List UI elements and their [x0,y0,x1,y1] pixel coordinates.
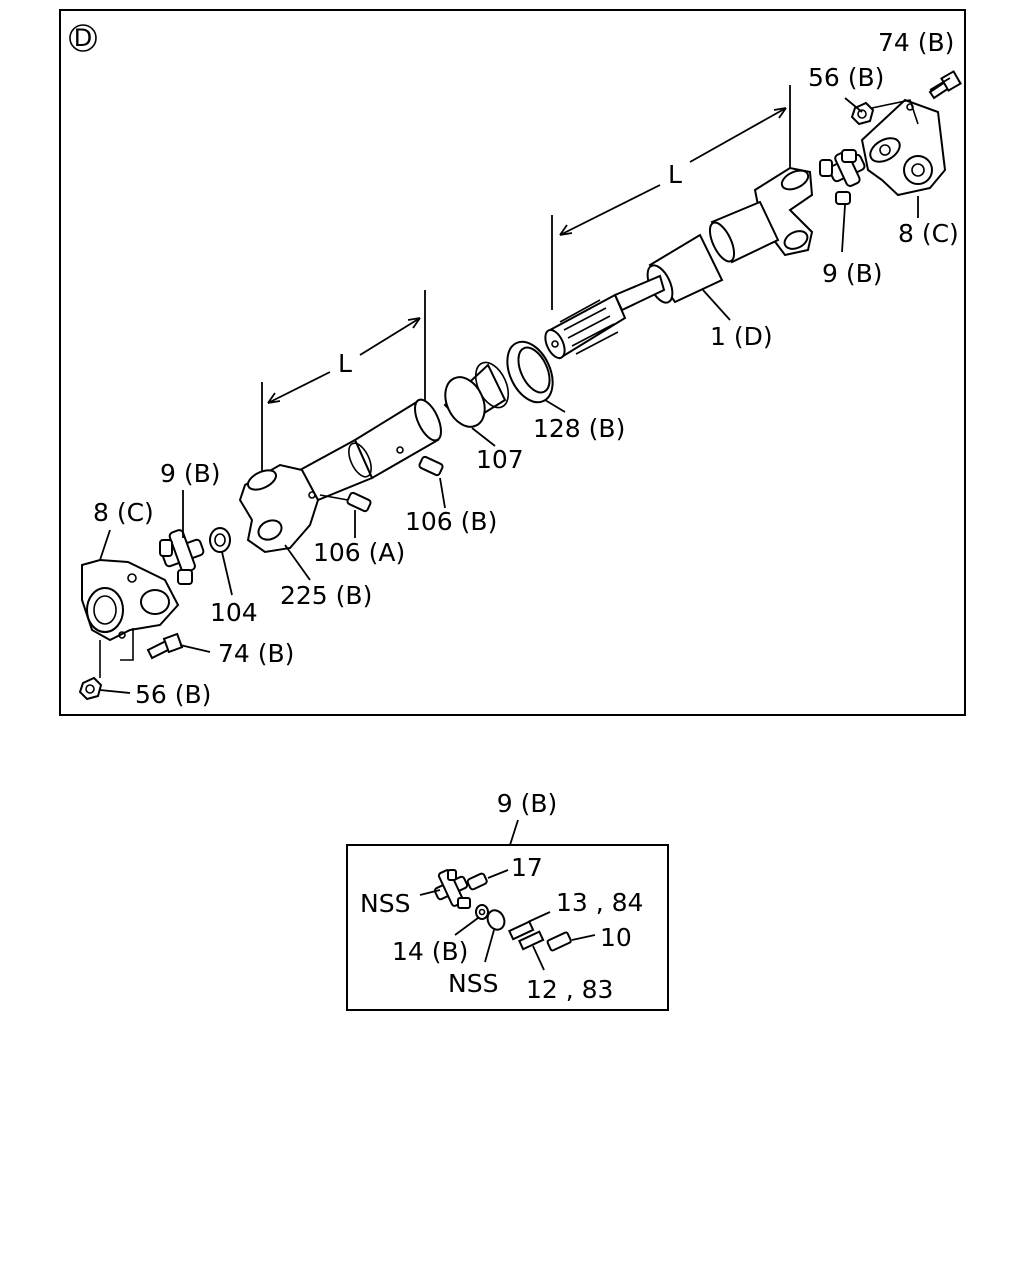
main-view-frame [59,9,966,716]
label-sleeve: 107 [476,445,524,474]
grease-fitting-b [418,455,444,477]
label-joint-left: 9 (B) [160,459,221,488]
detail-label-bolt: 10 [600,923,632,952]
detail-label-plate-bottom: 12 , 83 [526,975,613,1004]
section-marker: D [69,24,97,52]
label-flange-right: 8 (C) [898,219,959,248]
label-joint-right: 9 (B) [822,259,883,288]
label-grease-fitting-b: 106 (B) [405,507,497,536]
detail-label-plate-top: 13 , 84 [556,888,643,917]
detail-view-frame [346,844,669,1011]
nut-left [78,640,103,701]
bushing [209,527,231,553]
label-flange-left: 8 (C) [93,498,154,527]
yoke-left [238,463,320,554]
label-bolt-top-right: 74 (B) [878,28,954,57]
joint-left [159,529,205,585]
detail-title: 9 (B) [497,789,558,818]
detail-label-fitting: 17 [511,853,543,882]
detail-plate-top [508,920,535,941]
main-leaders [99,77,951,694]
detail-bolt [546,931,572,952]
shaft-right [544,166,814,360]
sleeve [443,361,510,428]
joint-right [819,149,866,205]
label-nut-left: 56 (B) [135,680,211,709]
detail-fitting [466,872,488,891]
seal-ring [506,340,554,404]
svg-text:L: L [338,349,352,378]
label-grease-fitting-a: 106 (A) [313,538,405,567]
shaft-left [298,398,442,502]
label-shaft-right: 1 (D) [710,322,773,351]
detail-washer [475,904,489,920]
bolt-right [928,70,962,100]
detail-cup [486,909,506,931]
svg-text:D: D [74,24,92,52]
svg-text:L: L [668,160,682,189]
detail-label-cup: NSS [448,969,498,998]
label-seal-ring: 128 (B) [533,414,625,443]
detail-plate-bottom [518,930,545,951]
flange-left [81,558,180,642]
grease-fitting-a [319,491,372,513]
detail-label-washer: 14 (B) [392,937,468,966]
bolt-left [120,628,184,661]
label-bolt-left: 74 (B) [218,639,294,668]
label-yoke: 225 (B) [280,581,372,610]
label-bushing: 104 [210,598,258,627]
dimension-left: L [261,290,426,478]
detail-label-spider: NSS [360,889,410,918]
detail-leaders [419,869,596,971]
flange-right [860,98,947,197]
detail-spider [433,869,471,909]
label-nut-top-right: 56 (B) [808,63,884,92]
dimension-right: L [551,85,791,310]
